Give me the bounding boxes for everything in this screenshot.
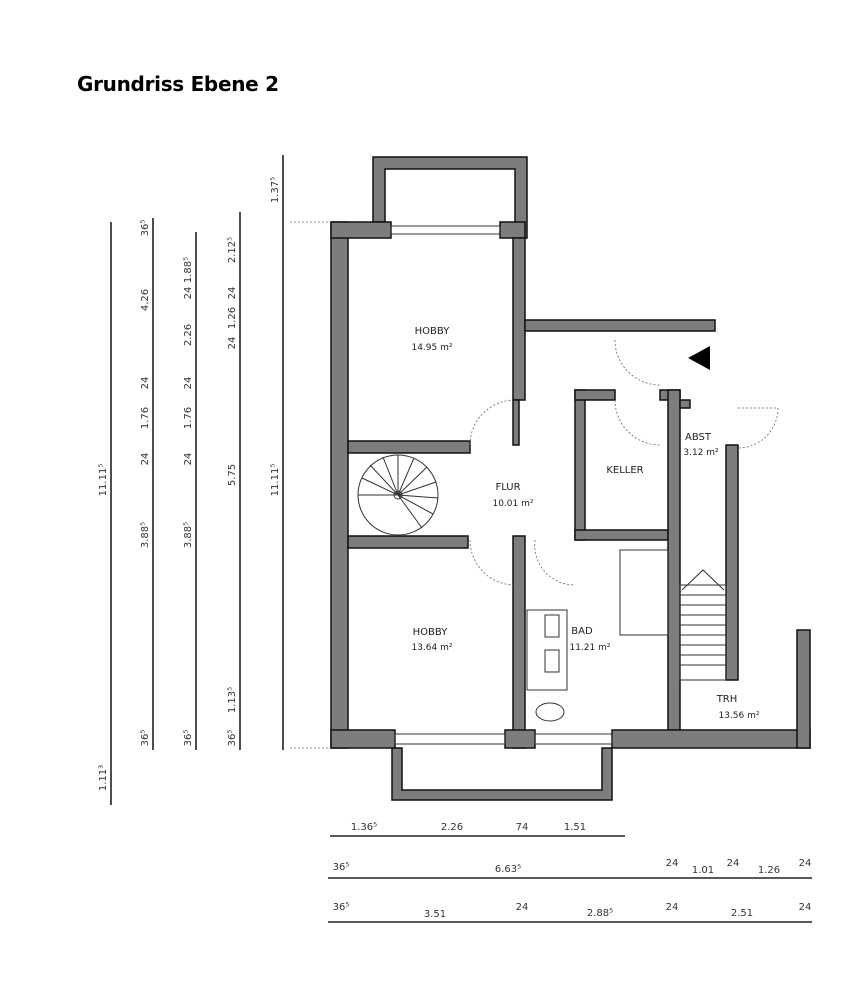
svg-text:13.64 m²: 13.64 m² (411, 643, 452, 653)
entrance-arrow-icon (688, 346, 710, 370)
svg-text:36⁵: 36⁵ (183, 730, 194, 747)
svg-text:1.11³: 1.11³ (98, 765, 109, 791)
svg-text:4.26: 4.26 (140, 289, 151, 311)
svg-text:24: 24 (227, 337, 238, 350)
svg-text:3.51: 3.51 (424, 909, 446, 920)
svg-text:1.26: 1.26 (758, 865, 780, 876)
svg-text:24: 24 (140, 377, 151, 390)
svg-text:13.56 m²: 13.56 m² (718, 711, 759, 721)
svg-text:5.75: 5.75 (227, 464, 238, 486)
svg-text:11.11⁵: 11.11⁵ (270, 464, 281, 497)
svg-text:74: 74 (516, 822, 529, 833)
svg-text:2.12⁵: 2.12⁵ (227, 237, 238, 263)
walls (330, 221, 811, 749)
room-bad: BAD 11.21 m² (569, 626, 610, 653)
svg-text:1.37⁵: 1.37⁵ (270, 177, 281, 203)
straight-staircase (619, 549, 727, 681)
room-flur: FLUR 10.01 m² (492, 482, 533, 509)
room-hobby-top: HOBBY 14.95 m² (411, 326, 452, 353)
svg-text:36⁵: 36⁵ (333, 862, 350, 873)
svg-text:HOBBY: HOBBY (413, 627, 449, 638)
bottom-dimensions: 1.36⁵ 2.26 74 1.51 36⁵ 6.63⁵ 24 1.01 24 … (328, 822, 812, 923)
svg-text:14.95 m²: 14.95 m² (411, 343, 452, 353)
svg-text:24: 24 (799, 858, 812, 869)
svg-text:FLUR: FLUR (495, 482, 520, 493)
room-hobby-bottom: HOBBY 13.64 m² (411, 627, 452, 653)
svg-text:6.63⁵: 6.63⁵ (495, 864, 521, 875)
svg-text:36⁵: 36⁵ (140, 730, 151, 747)
room-trh: TRH 13.56 m² (716, 694, 760, 721)
spiral-staircase (357, 454, 439, 536)
svg-text:3.12 m²: 3.12 m² (683, 448, 719, 458)
svg-text:36⁵: 36⁵ (140, 220, 151, 237)
room-abst: ABST 3.12 m² (683, 432, 719, 458)
svg-text:2.88⁵: 2.88⁵ (587, 908, 613, 919)
svg-text:24: 24 (727, 858, 740, 869)
svg-text:11.21 m²: 11.21 m² (569, 643, 610, 653)
svg-text:2.26: 2.26 (183, 324, 194, 346)
svg-text:1.13⁵: 1.13⁵ (227, 687, 238, 713)
svg-text:1.36⁵: 1.36⁵ (351, 822, 377, 833)
svg-text:HOBBY: HOBBY (415, 326, 451, 337)
svg-text:BAD: BAD (571, 626, 593, 637)
svg-text:10.01 m²: 10.01 m² (492, 499, 533, 509)
svg-text:24: 24 (666, 858, 679, 869)
page-title: Grundriss Ebene 2 (77, 72, 279, 96)
balcony-bottom (391, 747, 613, 801)
svg-text:3.88⁵: 3.88⁵ (140, 522, 151, 548)
svg-text:1.51: 1.51 (564, 822, 586, 833)
svg-text:24: 24 (666, 902, 679, 913)
svg-text:TRH: TRH (716, 694, 738, 705)
left-dimensions: 11.11⁵ 1.11³ 36⁵ 4.26 24 1.76 24 3.88⁵ 3… (98, 155, 331, 805)
svg-text:24: 24 (183, 377, 194, 390)
svg-text:1.88⁵: 1.88⁵ (183, 257, 194, 283)
svg-text:1.01: 1.01 (692, 865, 714, 876)
svg-text:1.76: 1.76 (140, 407, 151, 429)
svg-text:3.88⁵: 3.88⁵ (183, 522, 194, 548)
svg-text:24: 24 (799, 902, 812, 913)
svg-text:11.11⁵: 11.11⁵ (98, 464, 109, 497)
svg-text:24: 24 (183, 287, 194, 300)
svg-text:24: 24 (516, 902, 529, 913)
svg-text:1.76: 1.76 (183, 407, 194, 429)
svg-text:24: 24 (227, 287, 238, 300)
svg-text:36⁵: 36⁵ (333, 902, 350, 913)
svg-text:1.26: 1.26 (227, 307, 238, 329)
svg-text:2.51: 2.51 (731, 908, 753, 919)
svg-text:36⁵: 36⁵ (227, 730, 238, 747)
room-keller: KELLER (606, 465, 643, 476)
svg-text:2.26: 2.26 (441, 822, 463, 833)
windows (390, 225, 613, 745)
svg-text:24: 24 (140, 453, 151, 466)
svg-text:ABST: ABST (685, 432, 712, 443)
bathroom-fixtures (526, 609, 568, 722)
doors (469, 339, 779, 586)
svg-text:KELLER: KELLER (606, 465, 643, 476)
svg-text:24: 24 (183, 453, 194, 466)
